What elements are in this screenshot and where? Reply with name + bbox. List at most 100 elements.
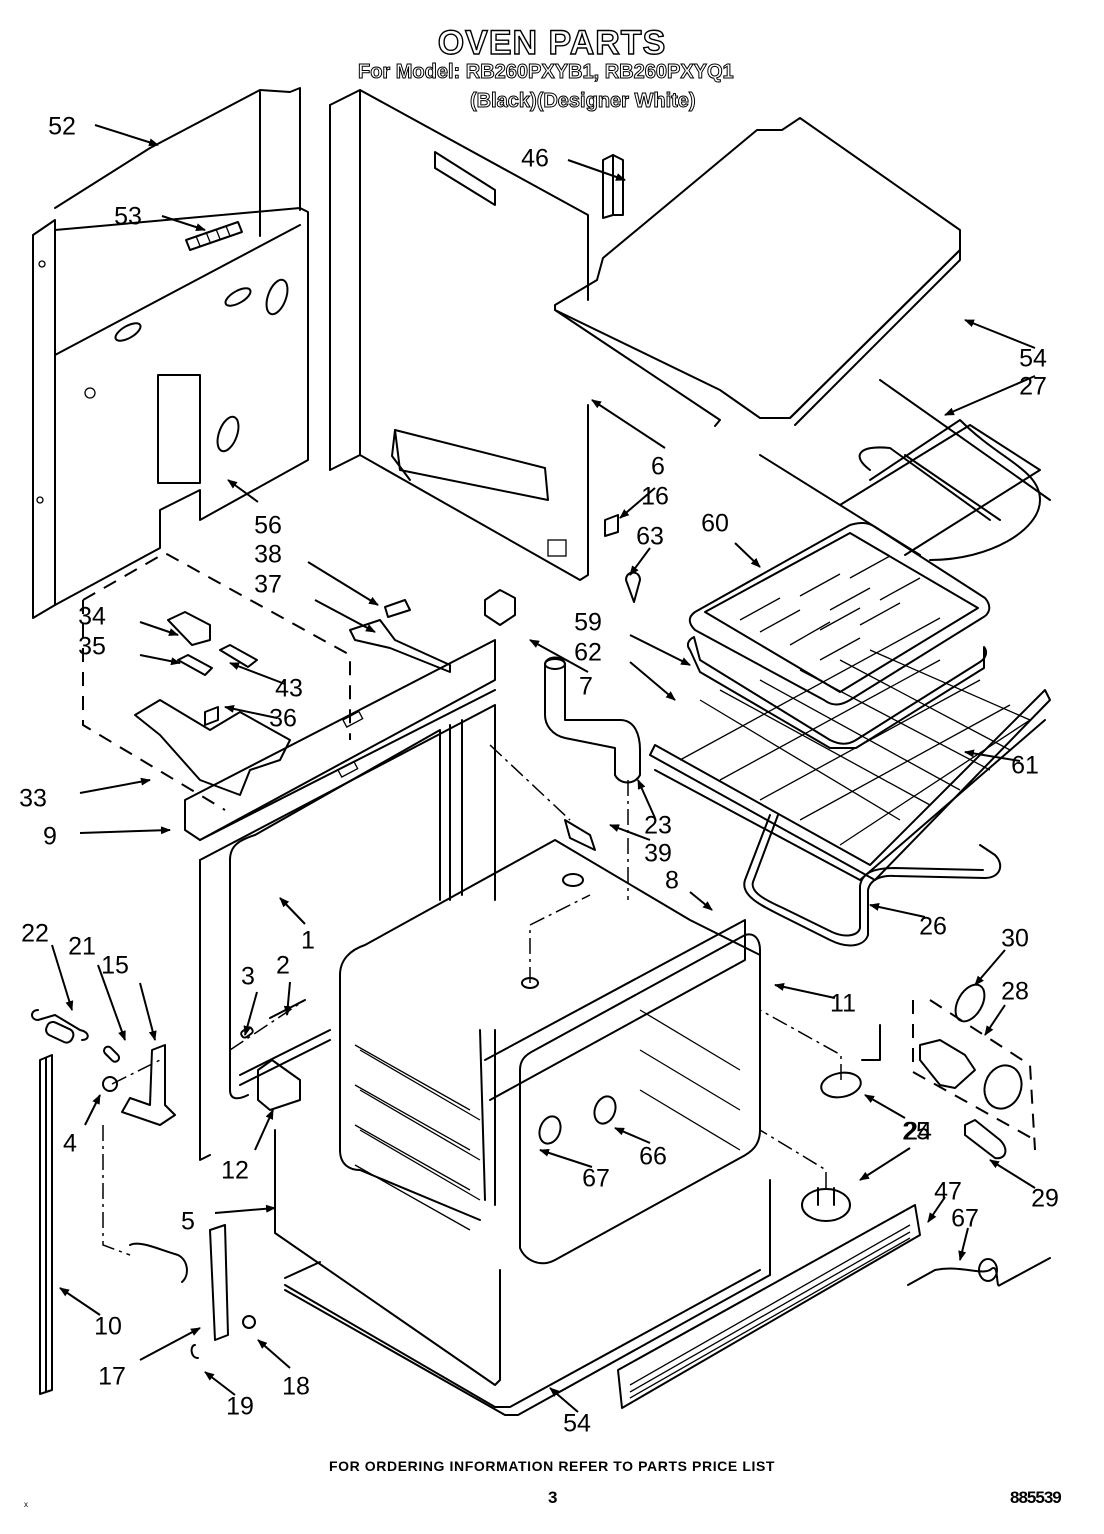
- callout-rear-panel-lower: 56: [227, 479, 282, 540]
- callout-number: 67: [582, 1165, 610, 1193]
- callout-number: 4: [63, 1130, 77, 1158]
- callout-insulation-wrap: 5: [181, 1204, 276, 1236]
- callout-bulb: 29: [989, 1159, 1059, 1213]
- callout-fuse-mount: 24: [859, 1118, 932, 1181]
- leader-arrow: [224, 704, 278, 719]
- part-terminal-block: [185, 221, 243, 251]
- callout-broiler-grid: 60: [701, 510, 761, 568]
- part-sensor: [489, 744, 629, 900]
- leader-arrow: [529, 639, 589, 673]
- callout-number: 59: [574, 609, 602, 637]
- callout-number: 54: [563, 1410, 591, 1438]
- page-title: OVEN PARTS: [437, 24, 667, 62]
- callout-plug-2: 66: [614, 1127, 667, 1171]
- part-front-frame: [184, 639, 496, 1161]
- callout-number: 23: [644, 812, 672, 840]
- callout-rear-panel-upper: 52: [48, 113, 159, 147]
- document-number: 885539: [1010, 1488, 1062, 1507]
- callout-number: 63: [636, 523, 664, 551]
- part-wire-harness: [907, 1257, 1051, 1287]
- callout-terminal-block: 53: [114, 203, 206, 232]
- part-rear-panel: [32, 87, 309, 619]
- callout-bracket-small: 63: [629, 523, 664, 576]
- callout-number: 17: [98, 1363, 126, 1391]
- leader-arrow: [689, 891, 713, 911]
- callout-number: 66: [639, 1143, 667, 1171]
- part-light-assembly: [759, 983, 1036, 1160]
- leader-arrow: [243, 991, 258, 1036]
- part-grille: [617, 1204, 921, 1409]
- leader-arrow: [97, 964, 126, 1041]
- color-line: (Black)(Designer White): [470, 90, 697, 112]
- leader-arrow: [59, 1287, 101, 1316]
- callout-front-frame-top: 9: [43, 823, 171, 851]
- part-insulation-bottom: [274, 1129, 771, 1416]
- part-side-panel: [329, 89, 589, 581]
- leader-arrow: [51, 944, 74, 1011]
- leader-arrow: [79, 826, 171, 835]
- callout-bottom-trim: 54: [549, 1387, 591, 1438]
- leader-arrow: [227, 479, 259, 503]
- leader-arrow: [869, 903, 926, 918]
- leader-arrow: [283, 981, 292, 1016]
- callout-number: 9: [43, 823, 57, 851]
- leader-arrow: [614, 1127, 651, 1144]
- callout-broiler-pan: 59: [574, 609, 691, 666]
- callout-number: 37: [254, 571, 282, 599]
- callout-spacer: 3: [241, 963, 258, 1036]
- callout-vent-tube: 23: [637, 779, 672, 840]
- leader-arrow: [79, 777, 151, 794]
- leader-arrow: [279, 897, 306, 925]
- callout-nut: 4: [63, 1094, 101, 1158]
- callout-bracket: 46: [521, 145, 626, 181]
- callout-number: 22: [21, 920, 49, 948]
- callout-switch: 34: [78, 603, 179, 636]
- part-oven-racks: [649, 639, 1051, 881]
- callout-number: 16: [641, 483, 669, 511]
- leader-arrow: [944, 375, 1036, 416]
- part-screws: [229, 999, 306, 1051]
- callout-number: 3: [241, 963, 255, 991]
- callout-insulation-clip: 7: [529, 639, 593, 701]
- part-connector-strip: [349, 599, 451, 673]
- callout-plug: 67: [539, 1148, 610, 1193]
- callout-number: 24: [904, 1118, 932, 1146]
- callout-number: 29: [1031, 1185, 1059, 1213]
- part-broiler-grid: [686, 521, 991, 749]
- callout-screw-2: 18: [257, 1339, 310, 1401]
- callout-number: 36: [269, 705, 297, 733]
- callout-grille: 47: [927, 1178, 962, 1223]
- leader-arrow: [229, 662, 286, 685]
- leader-arrow: [214, 1204, 276, 1214]
- callout-number: 19: [226, 1393, 254, 1421]
- leader-arrow: [314, 599, 376, 633]
- callout-number: 15: [101, 952, 129, 980]
- callout-number: 2: [276, 952, 290, 980]
- leader-arrow: [94, 124, 159, 147]
- leader-arrow: [257, 1339, 291, 1369]
- callout-gasket: 30: [974, 925, 1029, 986]
- part-insulation-clip: [484, 589, 516, 626]
- callout-hinge: 17: [98, 1327, 201, 1391]
- leader-arrow: [989, 1159, 1036, 1189]
- callout-number: 10: [94, 1313, 122, 1341]
- part-bracket-46: [602, 154, 624, 219]
- callout-number: 26: [919, 913, 947, 941]
- callout-number: 35: [78, 633, 106, 661]
- leader-arrow: [927, 1196, 946, 1223]
- callout-sensor: 39: [609, 824, 672, 868]
- callout-number: 53: [114, 203, 142, 231]
- callout-number: 30: [1001, 925, 1029, 953]
- stray-mark: x: [24, 1500, 28, 1509]
- callout-screw: 2: [276, 952, 292, 1016]
- callout-number: 43: [275, 675, 303, 703]
- callout-number: 5: [181, 1208, 195, 1236]
- callout-number: 38: [254, 541, 282, 569]
- leader-arrow: [629, 547, 651, 576]
- leader-arrow: [974, 949, 1006, 986]
- leader-arrow: [139, 654, 181, 666]
- leader-arrow: [139, 621, 179, 636]
- leader-arrow: [958, 1227, 969, 1261]
- leader-arrow: [539, 1148, 593, 1168]
